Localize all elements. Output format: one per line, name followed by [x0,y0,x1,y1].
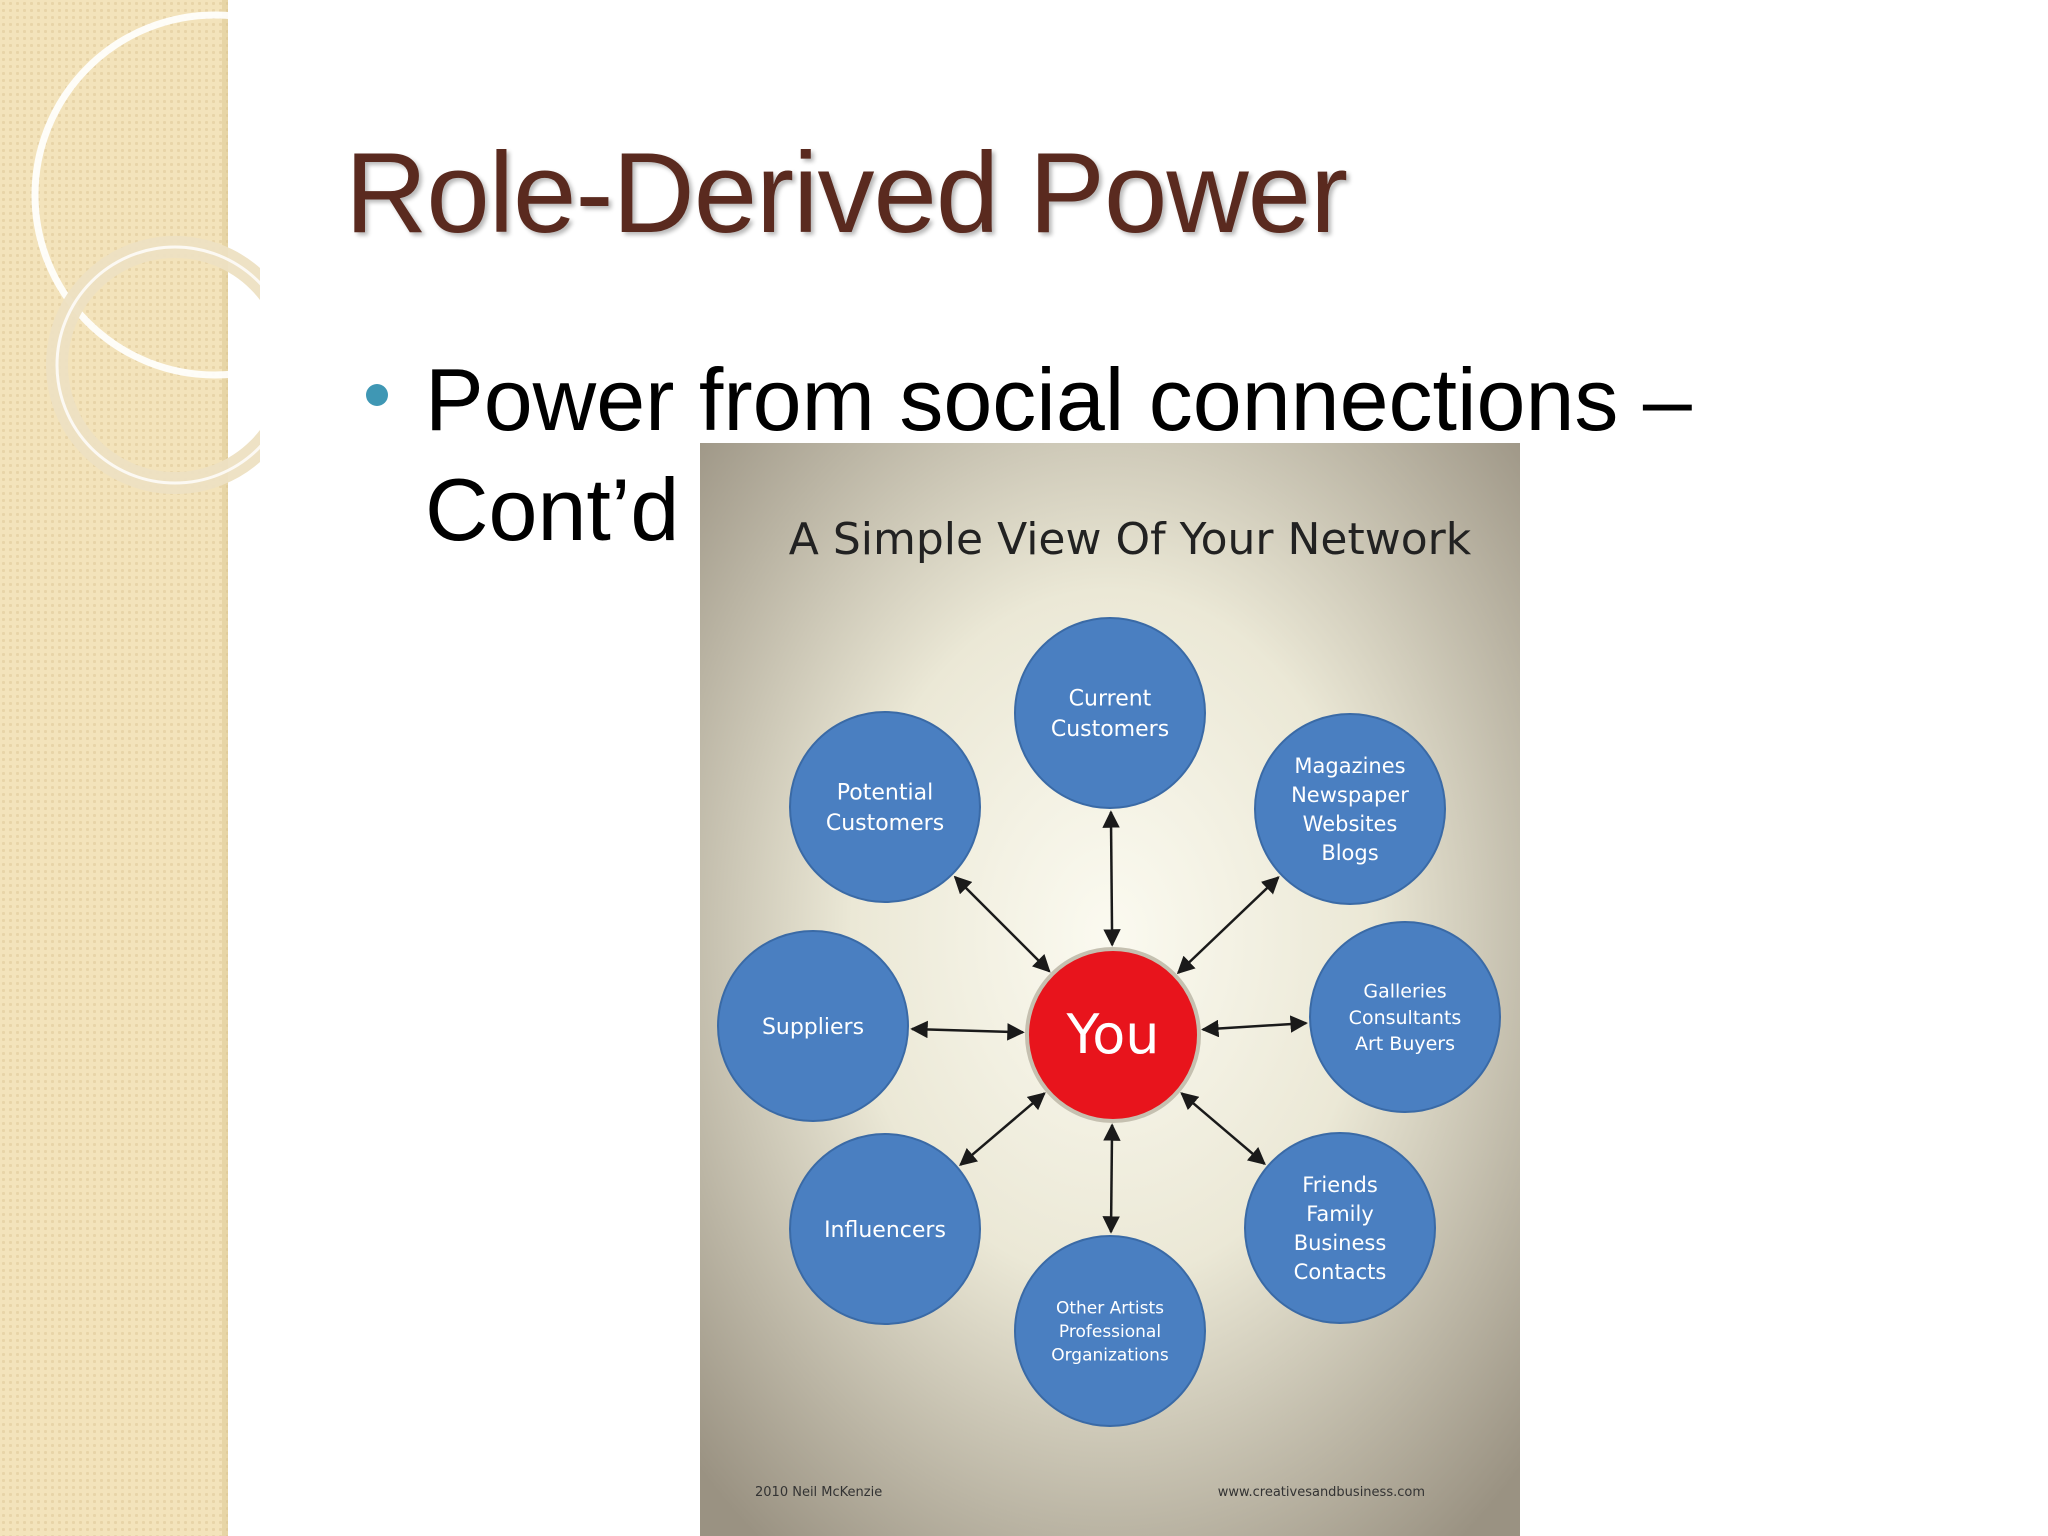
node-circle [1254,713,1446,905]
node-label: Art Buyers [1355,1033,1455,1055]
node-label: Professional [1059,1322,1161,1342]
node-label: Business [1294,1231,1387,1255]
arrow-other-artists [1102,1123,1121,1234]
decorative-rings [31,11,260,494]
node-label: Family [1306,1202,1374,1226]
arrow-influencers [959,1092,1046,1166]
node-suppliers: Suppliers [717,930,909,1122]
arrow-current-customers [1102,810,1121,947]
diagram-title: A Simple View Of Your Network [789,514,1472,565]
connection-arrows [910,810,1308,1234]
bullet-dot-icon [366,384,388,406]
slide-title: Role-Derived Power [345,130,1348,257]
network-nodes: CurrentCustomersMagazinesNewspaperWebsit… [717,617,1501,1427]
node-label: Contacts [1294,1260,1387,1284]
node-circle [717,930,909,1122]
node-label: Magazines [1294,754,1405,778]
node-label: Organizations [1051,1346,1169,1366]
node-label: Websites [1303,812,1398,836]
decorative-ring-small-inner [55,245,260,485]
node-circle [1309,921,1501,1113]
decorative-ring-large [31,11,260,379]
arrow-potential-customers [953,875,1051,973]
credit-website: www.creativesandbusiness.com [1218,1485,1425,1500]
arrow-friends [1180,1092,1266,1166]
node-label: Customers [826,811,944,836]
node-label: Friends [1302,1173,1378,1197]
node-circle [1014,1235,1206,1427]
center-you-circle [1025,947,1201,1123]
node-label: Customers [1051,717,1169,742]
node-influencers: Influencers [789,1133,981,1325]
node-label: Galleries [1363,981,1446,1003]
bullet-text: Power from social connections – Cont’d [425,350,1692,559]
node-label: Suppliers [762,1015,864,1040]
node-label: Current [1069,687,1152,712]
node-circle [789,1133,981,1325]
network-diagram: A Simple View Of Your Network CurrentCus… [700,443,1520,1536]
node-circle [1244,1132,1436,1324]
node-label: Blogs [1321,841,1378,865]
credit-author: 2010 Neil McKenzie [755,1485,882,1500]
node-label: Potential [837,781,933,806]
node-label: Newspaper [1291,783,1409,807]
node-label: Influencers [824,1218,946,1243]
node-label: Other Artists [1056,1299,1164,1319]
arrow-magazines [1176,876,1280,975]
node-circle [1014,617,1206,809]
node-label: Consultants [1349,1007,1462,1029]
arrow-galleries [1201,1015,1308,1038]
center-you-label: You [1065,1003,1159,1066]
arrow-suppliers [910,1020,1025,1041]
node-circle [789,711,981,903]
